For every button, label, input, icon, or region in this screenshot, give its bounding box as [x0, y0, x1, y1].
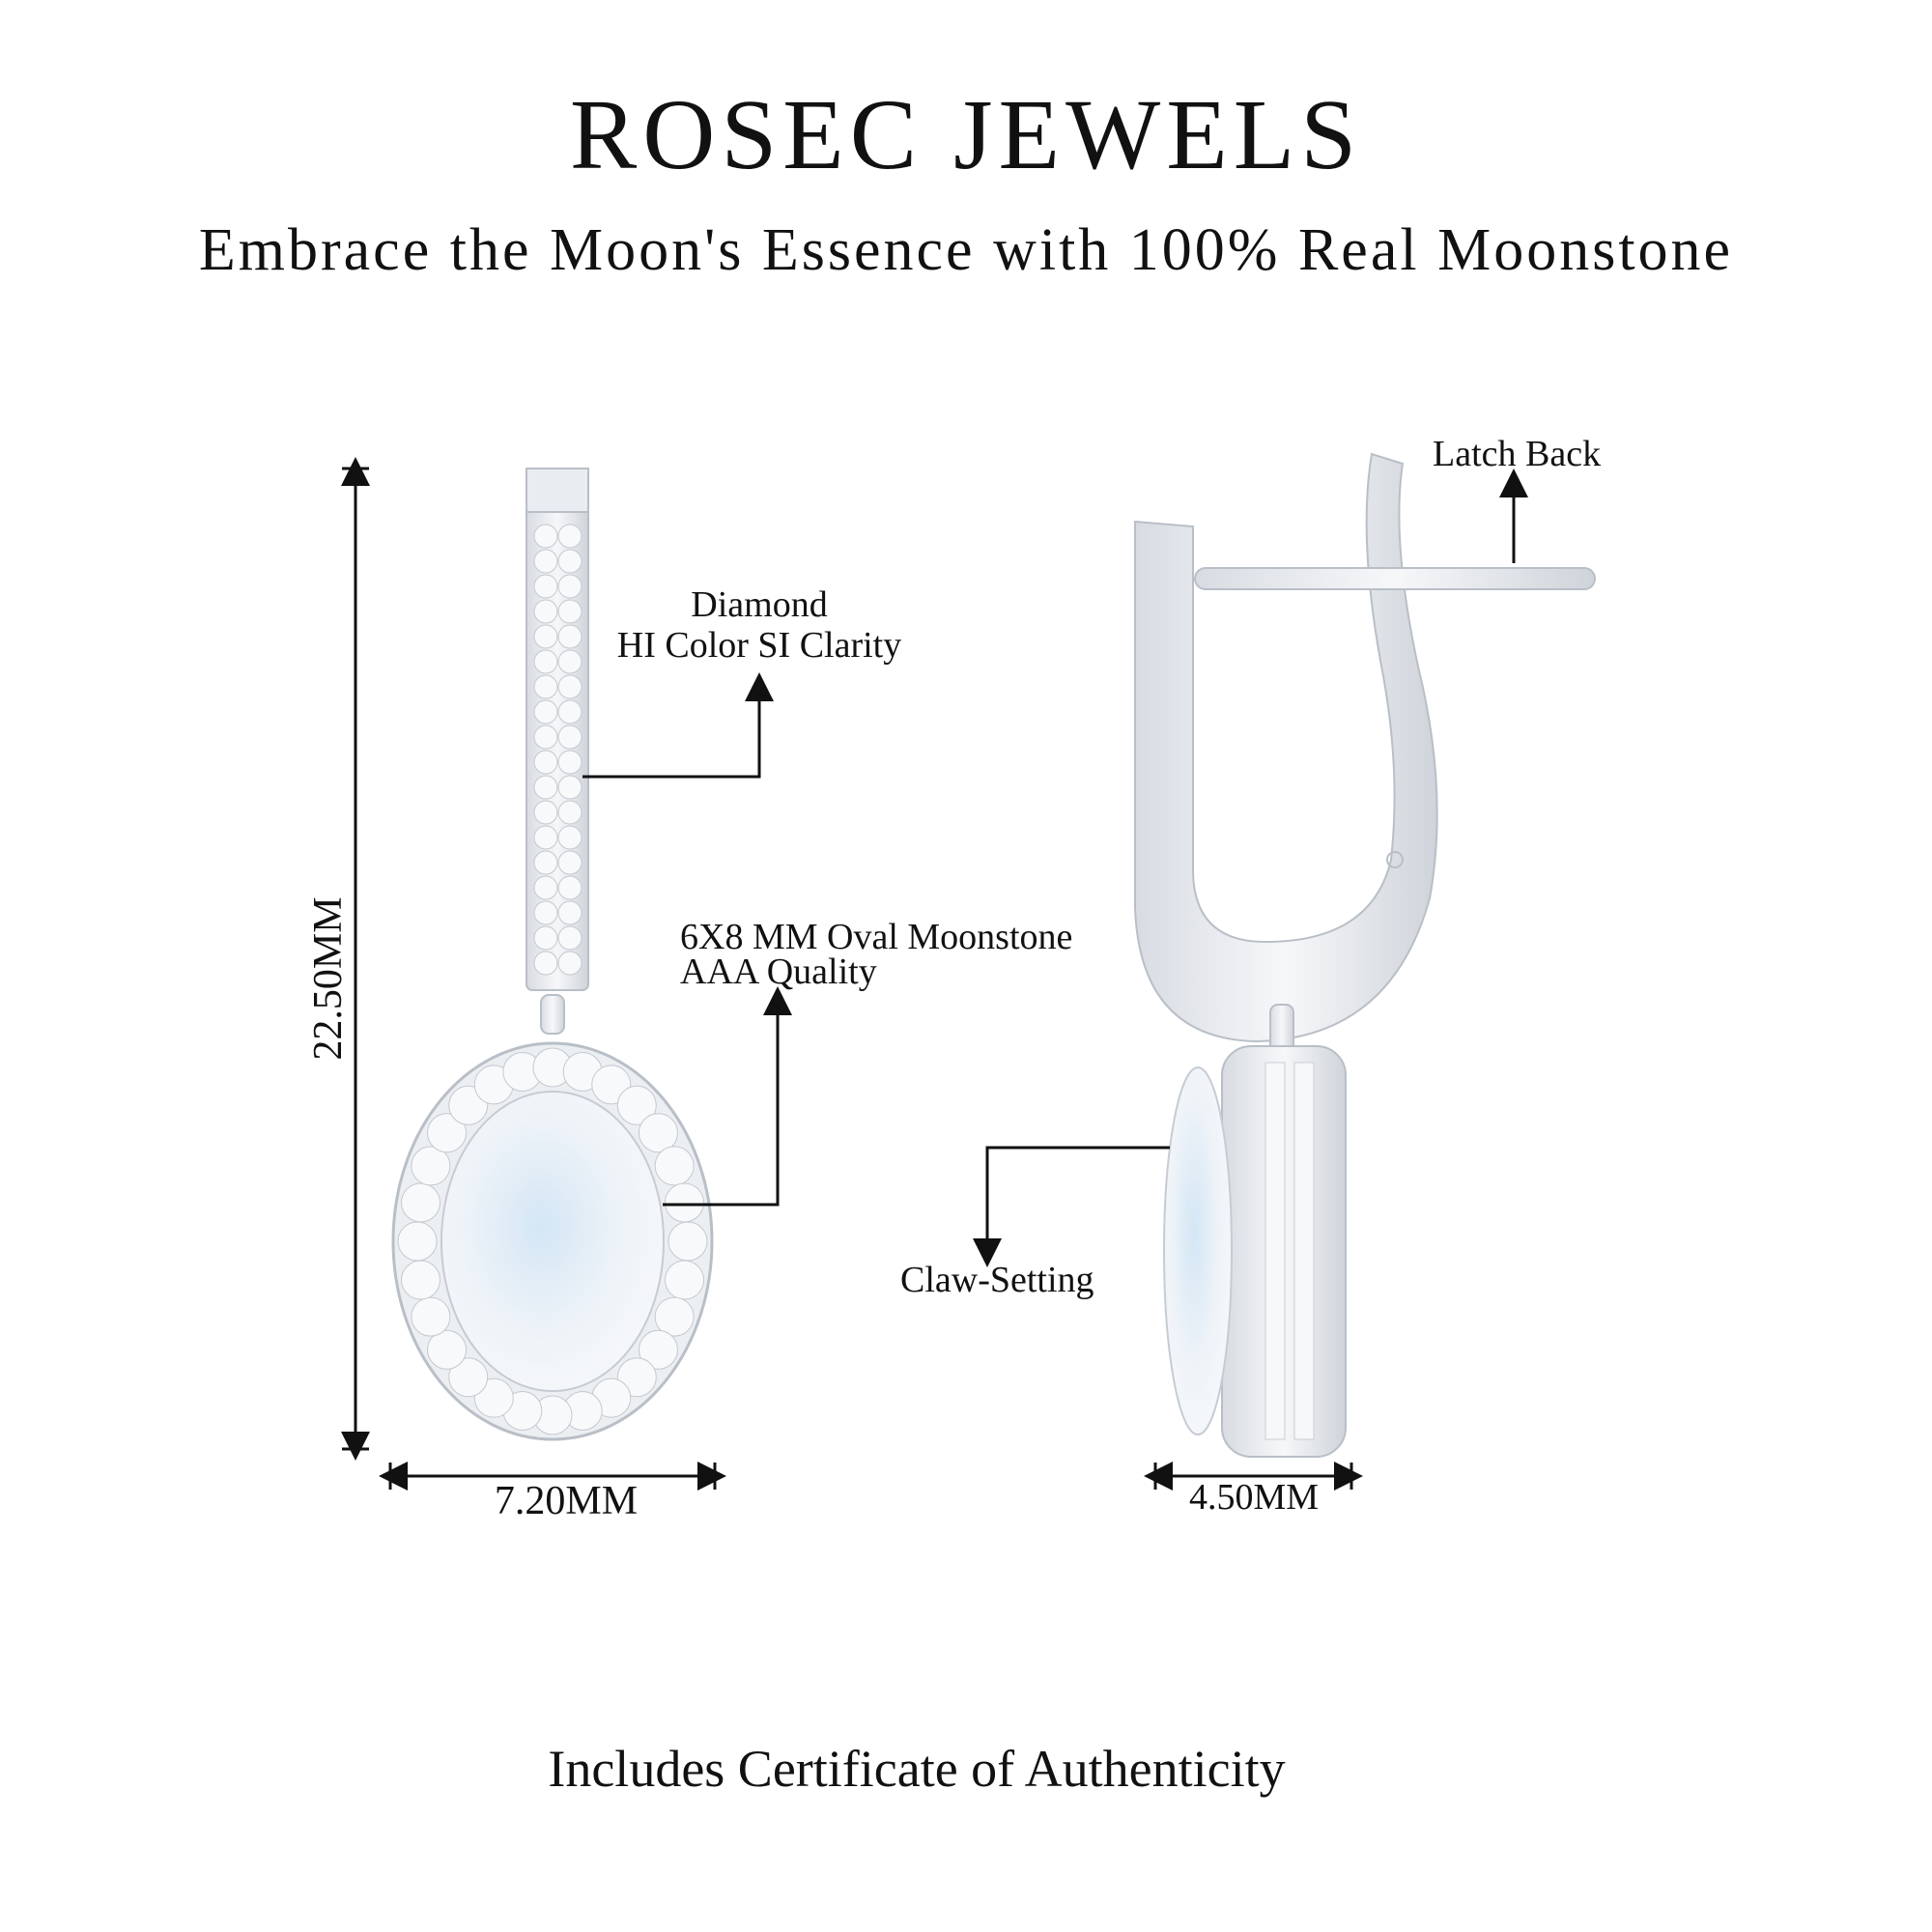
- pave-diamond: [533, 925, 558, 951]
- diamond-title: Diamond: [691, 584, 828, 625]
- pave-diamond: [557, 724, 582, 750]
- pave-diamond: [533, 775, 558, 800]
- halo-diamond: [411, 1296, 451, 1337]
- moonstone-leader: [663, 986, 792, 1207]
- annotation-lines: [341, 457, 1528, 1491]
- pave-diamond: [557, 750, 582, 775]
- pave-diamond: [557, 524, 582, 549]
- halo-diamond: [427, 1113, 468, 1153]
- halo-diamond: [401, 1182, 441, 1223]
- halo-diamond: [664, 1260, 704, 1300]
- front-width-label: 7.20MM: [494, 1479, 639, 1523]
- diamond-leader: [582, 672, 774, 779]
- certificate-note: Includes Certificate of Authenticity: [548, 1740, 1286, 1798]
- pave-diamond: [557, 599, 582, 624]
- halo-diamonds: [397, 1047, 708, 1435]
- side-width-label: 4.50MM: [1188, 1477, 1320, 1518]
- pave-diamond: [533, 599, 558, 624]
- pave-diamond: [533, 825, 558, 850]
- pave-diamond: [557, 674, 582, 699]
- side-moonstone: [1163, 1066, 1233, 1435]
- pave-diamond: [557, 649, 582, 674]
- halo-diamond: [448, 1357, 489, 1398]
- hoop-side: [1134, 452, 1438, 1043]
- side-earring: [1134, 452, 1596, 1458]
- halo-diamond: [427, 1329, 468, 1370]
- pave-diamond: [557, 951, 582, 976]
- diamond-detail: HI Color SI Clarity: [616, 624, 902, 666]
- pave-diamond: [557, 775, 582, 800]
- claw-leader: [973, 1146, 1170, 1267]
- moonstone-title: 6X8 MM Oval Moonstone: [680, 917, 1073, 957]
- halo-diamond: [638, 1113, 678, 1153]
- halo-diamond: [664, 1182, 704, 1223]
- pave-diamond: [533, 699, 558, 724]
- brand-title: ROSEC JEWELS: [569, 79, 1363, 190]
- latch-pin: [1194, 567, 1596, 590]
- claw-setting-label: Claw-Setting: [900, 1260, 1094, 1300]
- pave-diamond: [557, 850, 582, 875]
- pave-diamond: [557, 800, 582, 825]
- pave-diamond: [533, 850, 558, 875]
- pave-diamond: [557, 875, 582, 900]
- halo-diamond: [668, 1221, 708, 1262]
- moonstone-detail: AAA Quality: [680, 952, 877, 993]
- moonstone-label: 6X8 MM Oval Moonstone AAA Quality: [680, 917, 1073, 993]
- pave-diamond: [557, 574, 582, 599]
- tagline: Embrace the Moon's Essence with 100% Rea…: [198, 217, 1734, 283]
- halo-diamond: [397, 1221, 438, 1262]
- pave-diamond: [533, 724, 558, 750]
- halo-diamond: [401, 1260, 441, 1300]
- pave-diamond: [557, 900, 582, 925]
- pave-diamond: [533, 750, 558, 775]
- pave-diamond: [533, 900, 558, 925]
- pave-diamond: [533, 649, 558, 674]
- pave-diamond: [533, 875, 558, 900]
- latch-back-label: Latch Back: [1433, 434, 1602, 474]
- diamond-label: Diamond HI Color SI Clarity: [616, 584, 902, 667]
- halo-diamond: [654, 1146, 695, 1186]
- pave-diamond: [533, 549, 558, 574]
- pave-diamond: [557, 825, 582, 850]
- height-dimension-label: 22.50MM: [306, 896, 351, 1061]
- pave-diamond: [557, 549, 582, 574]
- bail: [540, 994, 565, 1035]
- pave-diamond: [533, 574, 558, 599]
- halo-diamond: [616, 1085, 657, 1125]
- pave-diamond: [533, 674, 558, 699]
- pave-diamond: [557, 925, 582, 951]
- pave-diamond: [557, 699, 582, 724]
- halo-diamond: [654, 1296, 695, 1337]
- front-earring: [391, 468, 714, 1441]
- pave-diamond: [533, 800, 558, 825]
- pave-diamond: [557, 624, 582, 649]
- pave-diamond: [533, 524, 558, 549]
- halo-diamond: [411, 1146, 451, 1186]
- pave-diamonds: [533, 524, 582, 976]
- halo-diamond: [638, 1329, 678, 1370]
- pave-diamond: [533, 624, 558, 649]
- pave-diamond: [533, 951, 558, 976]
- moonstone: [440, 1091, 665, 1392]
